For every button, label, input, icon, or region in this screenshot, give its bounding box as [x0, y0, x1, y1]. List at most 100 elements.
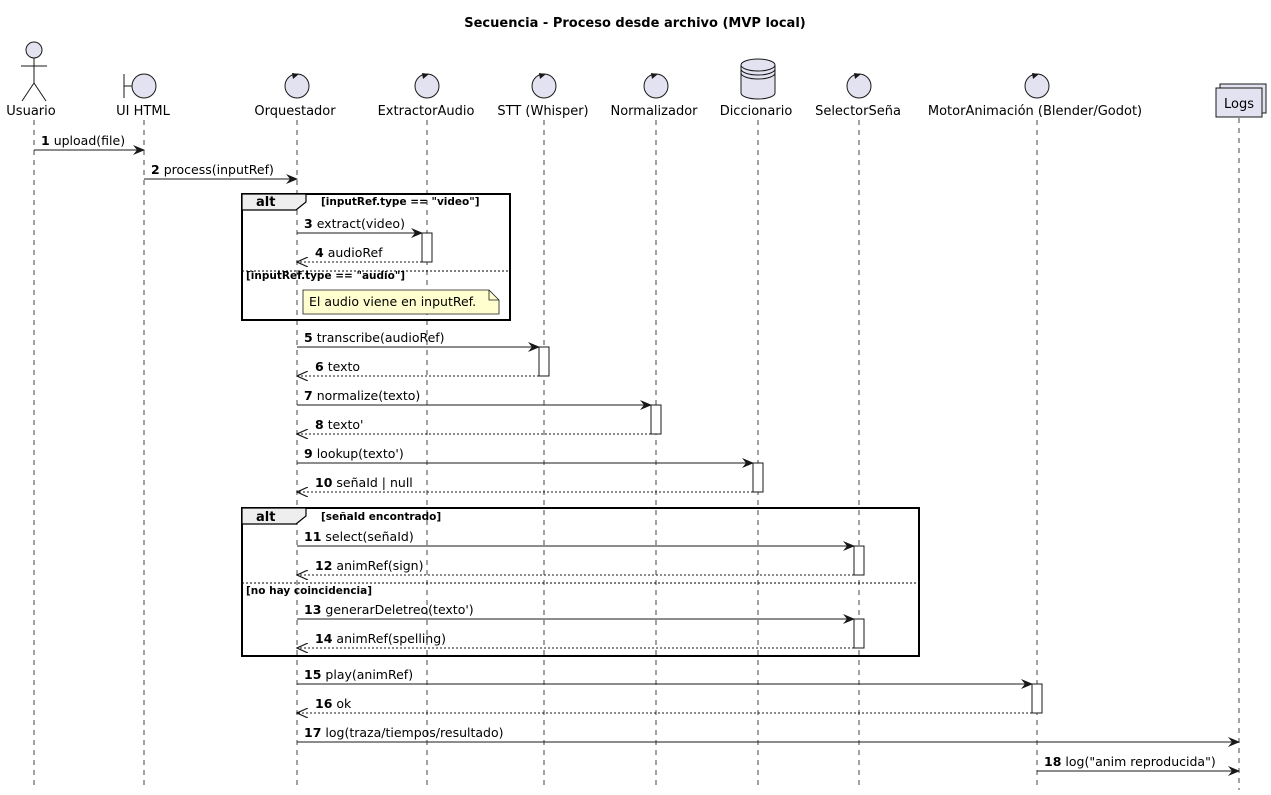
message-number: 4: [315, 245, 324, 260]
participant-label-norm: Normalizador: [611, 104, 699, 119]
message-number: 16: [315, 696, 333, 711]
alt-label: alt: [256, 195, 275, 210]
alt-guard-video: [inputRef.type == "video"]: [321, 196, 480, 208]
message-label: 8 texto': [315, 417, 363, 432]
alt-guard-not-found: [no hay coincidencia]: [246, 585, 372, 597]
message-text: upload(file): [54, 133, 125, 148]
message-number: 11: [304, 529, 321, 544]
participant-motor: MotorAnimación (Blender/Godot): [928, 73, 1142, 119]
message-text: play(animRef): [325, 667, 413, 682]
participant-ui: UI HTML: [116, 73, 171, 119]
message-label: 4 audioRef: [315, 245, 383, 260]
control-icon: [643, 73, 669, 99]
activation-bar-stt: [538, 346, 550, 377]
message-number: 7: [304, 388, 313, 403]
message-label: 13 generarDeletreo(texto'): [304, 602, 474, 617]
message-18: 18 log("anim reproducida"): [1037, 754, 1240, 776]
message-label: 2 process(inputRef): [151, 162, 274, 177]
participant-stt: STT (Whisper): [497, 73, 589, 119]
message-15: 15 play(animRef): [297, 667, 1033, 689]
message-text: log("anim reproducida"): [1065, 754, 1215, 769]
message-text: texto': [328, 417, 364, 432]
participant-orq: Orquestador: [254, 73, 336, 119]
message-number: 10: [315, 475, 333, 490]
message-text: transcribe(audioRef): [317, 330, 445, 345]
alt-tab: [241, 507, 307, 525]
message-text: generarDeletreo(texto'): [325, 602, 473, 617]
message-text: texto: [328, 359, 360, 374]
alt-tab: [241, 193, 307, 211]
message-2: 2 process(inputRef): [144, 162, 298, 184]
message-number: 3: [304, 216, 313, 231]
database-icon: [740, 58, 776, 100]
message-4: 4 audioRef: [297, 245, 422, 262]
message-6: 6 texto: [297, 359, 539, 376]
message-number: 8: [315, 417, 324, 432]
message-number: 14: [315, 631, 333, 646]
message-label: 6 texto: [315, 359, 360, 374]
activation-bar-selector: [853, 618, 865, 649]
participant-logs: Logs: [1215, 83, 1267, 118]
participant-label-extractor: ExtractorAudio: [378, 104, 475, 119]
alt-fragment-input-type: alt [inputRef.type == "video"] [inputRef…: [241, 193, 511, 321]
alt-fragment-sign-lookup: alt [señaId encontrado] [no hay coincide…: [241, 507, 920, 657]
note-text: El audio viene en inputRef.: [309, 294, 476, 309]
participant-label-ui: UI HTML: [116, 104, 170, 119]
collections-icon: [1215, 83, 1267, 118]
message-number: 2: [151, 162, 160, 177]
message-text: audioRef: [328, 245, 383, 260]
message-text: extract(video): [317, 216, 405, 231]
message-number: 6: [315, 359, 324, 374]
message-5: 5 transcribe(audioRef): [297, 330, 540, 352]
message-number: 15: [304, 667, 321, 682]
diagram-title: Secuencia - Proceso desde archivo (MVP l…: [464, 16, 805, 31]
activation-bar-selector: [853, 545, 865, 576]
message-text: process(inputRef): [164, 162, 274, 177]
message-3: 3 extract(video): [297, 216, 423, 238]
participant-label-usuario: Usuario: [6, 104, 55, 119]
message-number: 13: [304, 602, 321, 617]
message-8: 8 texto': [297, 417, 651, 434]
participant-label-stt: STT (Whisper): [497, 104, 588, 119]
message-text: animRef(spelling): [336, 631, 446, 646]
participant-label-dicc: Diccionario: [720, 104, 793, 119]
participant-label-orq: Orquestador: [254, 104, 336, 119]
participant-dicc: Diccionario: [720, 58, 793, 119]
message-label: 3 extract(video): [304, 216, 405, 231]
participant-label-selector: SelectorSeña: [815, 104, 901, 119]
activation-bars: [421, 232, 1043, 714]
participants: Usuario UI HTML Orquestador Extract: [6, 41, 1267, 119]
message-number: 5: [304, 330, 313, 345]
control-icon: [284, 73, 310, 99]
activation-bar-extractor: [421, 232, 433, 263]
activation-bar-dicc: [752, 462, 764, 493]
control-icon: [414, 73, 440, 99]
message-label: 5 transcribe(audioRef): [304, 330, 445, 345]
participant-usuario: Usuario: [6, 41, 56, 119]
participant-label-motor: MotorAnimación (Blender/Godot): [928, 104, 1142, 119]
activation-bar-motor: [1031, 683, 1043, 714]
alt-label: alt: [256, 510, 275, 525]
message-text: señaId | null: [336, 475, 412, 490]
participant-label-logs: Logs: [1224, 97, 1254, 112]
message-number: 18: [1044, 754, 1061, 769]
control-icon: [1024, 73, 1050, 99]
